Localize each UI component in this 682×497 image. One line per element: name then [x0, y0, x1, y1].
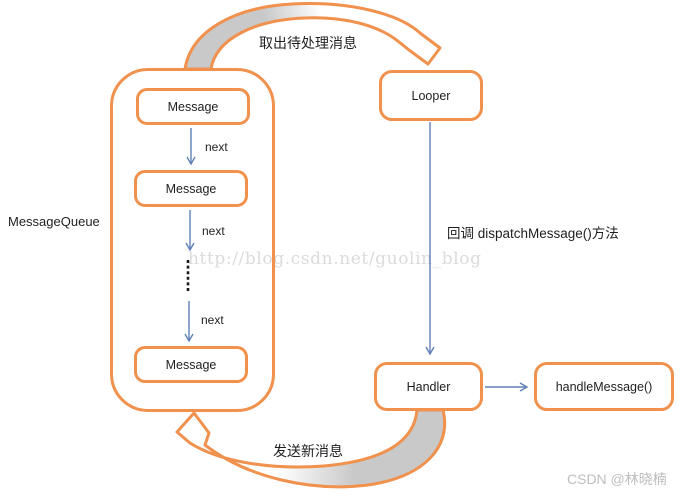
handler-node: Handler	[374, 362, 483, 411]
send-curved-arrow	[175, 408, 446, 489]
messagequeue-label: MessageQueue	[8, 214, 100, 229]
message-node-1: Message	[136, 88, 250, 125]
handlemessage-node: handleMessage()	[534, 362, 674, 411]
credit-watermark-text: CSDN @林晓楠	[567, 471, 667, 487]
fetch-edge-label: 取出待处理消息	[259, 35, 357, 51]
message-node-3: Message	[134, 346, 248, 383]
fetch-curved-arrow	[183, 2, 442, 71]
looper-node: Looper	[379, 70, 483, 121]
send-edge-label: 发送新消息	[273, 443, 343, 459]
next-label-1: next	[205, 140, 228, 154]
message-node-3-label: Message	[165, 357, 217, 372]
handler-node-label: Handler	[406, 379, 451, 394]
next-label-3: next	[201, 313, 224, 327]
watermark-url-text: http://blog.csdn.net/guolin_blog	[188, 249, 482, 269]
handlemessage-node-label: handleMessage()	[555, 379, 653, 394]
next-label-2: next	[202, 224, 225, 238]
message-node-2-label: Message	[165, 181, 217, 196]
message-node-2: Message	[134, 170, 248, 207]
messagequeue-container	[110, 68, 275, 412]
message-node-1-label: Message	[167, 99, 219, 114]
looper-node-label: Looper	[411, 88, 451, 103]
dispatch-edge-label: 回调 dispatchMessage()方法	[447, 226, 619, 241]
